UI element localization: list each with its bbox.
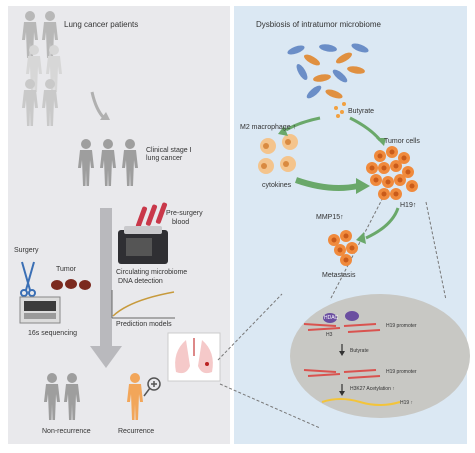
flow-arrow bbox=[90, 208, 122, 368]
tumor-tissue-icon bbox=[51, 279, 91, 290]
bacteria-cluster-icon bbox=[287, 43, 369, 99]
inset-h19-promoter-top: H19 promoter bbox=[386, 323, 417, 329]
inset-h19-promoter-bottom: H19 promoter bbox=[386, 369, 417, 375]
clinical-stage-label-1: Clinical stage Ⅰ bbox=[146, 147, 192, 154]
butyrate-label: Butyrate bbox=[348, 108, 375, 115]
cytokines-label: cytokines bbox=[262, 182, 292, 189]
butyrate-molecules-icon bbox=[334, 102, 346, 118]
inset-h19-label: H19 ↑ bbox=[400, 400, 414, 406]
inset-h3-label: H3 bbox=[326, 332, 333, 338]
pathway-arrows bbox=[278, 116, 400, 244]
recurrence-label: Recurrence bbox=[118, 428, 155, 435]
h19-label: H19↑ bbox=[400, 202, 417, 209]
stage-one-patients-icon bbox=[78, 139, 138, 186]
clinical-stage-label-2: lung cancer bbox=[146, 155, 183, 162]
curved-arrow-icon bbox=[90, 91, 106, 120]
right-title: Dysbiosis of intratumor microbiome bbox=[256, 20, 381, 29]
patients-label: Lung cancer patients bbox=[64, 20, 139, 29]
circulating-label-2: DNA detection bbox=[118, 278, 163, 285]
dna-detection-machine-icon bbox=[118, 226, 168, 264]
prediction-curve-icon bbox=[111, 290, 175, 319]
tumor-label: Tumor bbox=[56, 266, 76, 273]
inset-hdac-label: HDAC bbox=[324, 315, 339, 321]
sequencer-icon bbox=[19, 296, 61, 324]
metastasis-label: Metastasis bbox=[322, 272, 356, 279]
circulating-label-1: Circulating microbiome bbox=[116, 269, 188, 276]
surgical-tools-icon bbox=[20, 261, 36, 297]
pre-surgery-label-2: blood bbox=[172, 219, 190, 226]
tumor-cells-icon bbox=[366, 146, 418, 200]
epigenetic-inset bbox=[290, 294, 470, 418]
non-recurrence-label: Non-recurrence bbox=[42, 428, 91, 435]
tumor-cells-label: Tumor cells bbox=[384, 138, 420, 145]
lungs-icon bbox=[167, 332, 221, 382]
non-recurrence-patients-icon bbox=[44, 373, 80, 420]
surgery-label: Surgery bbox=[14, 247, 39, 254]
m2-macrophage-label: M2 macrophage ↑ bbox=[240, 124, 297, 131]
inset-acetylation-label: H3K27 Acetylation ↑ bbox=[350, 386, 395, 392]
inset-butyrate-label: Butyrate bbox=[350, 348, 369, 354]
patients-group-icon bbox=[22, 11, 62, 126]
pre-surgery-label-1: Pre-surgery bbox=[166, 210, 203, 217]
blood-tubes-icon bbox=[135, 202, 168, 228]
prediction-label: Prediction models bbox=[116, 321, 172, 328]
sequencing-label: 16s sequencing bbox=[28, 330, 78, 337]
metastasis-cells-icon bbox=[328, 230, 358, 266]
mmp15-label: MMP15↑ bbox=[316, 214, 344, 221]
recurrence-patient-icon bbox=[127, 373, 143, 420]
magnifier-icon bbox=[143, 377, 161, 397]
macrophages-icon bbox=[258, 134, 298, 174]
